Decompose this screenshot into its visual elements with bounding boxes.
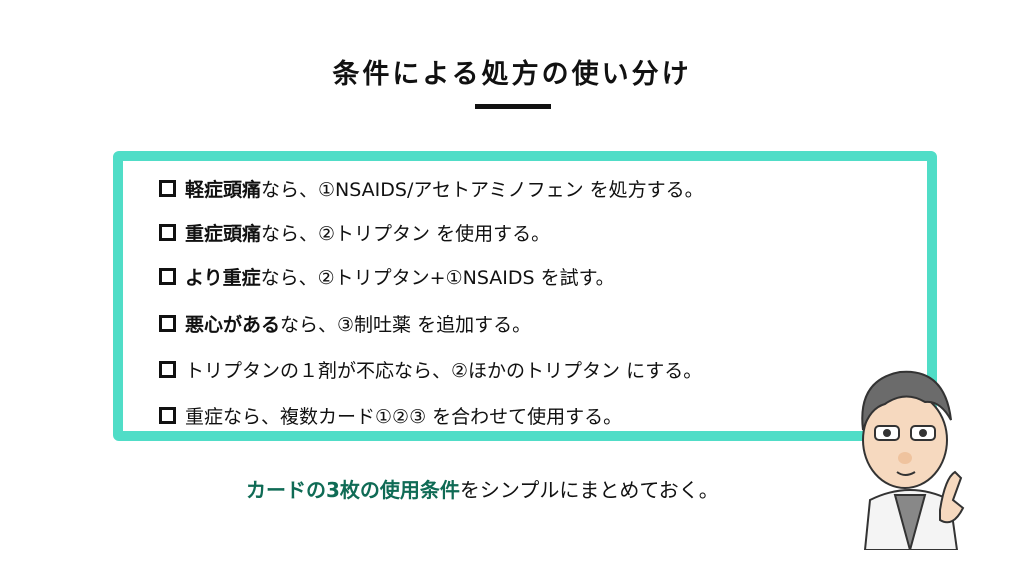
item-text: なら、②トリプタン+①NSAIDS を試す。 bbox=[260, 267, 615, 289]
item-text: トリプタンの１剤が不応なら、②ほかのトリプタン にする。 bbox=[185, 360, 703, 382]
item-text: なら、②トリプタン を使用する。 bbox=[261, 223, 551, 245]
item-keyword: 重症頭痛 bbox=[185, 223, 262, 245]
checkbox-icon bbox=[159, 268, 176, 285]
item-keyword: 悪心がある bbox=[185, 314, 281, 336]
checkbox-icon bbox=[159, 180, 176, 197]
item-text: なら、③制吐薬 を追加する。 bbox=[280, 314, 532, 336]
checkbox-icon bbox=[159, 315, 176, 332]
caption-rest: をシンプルにまとめておく。 bbox=[459, 478, 719, 502]
checkbox-icon bbox=[159, 407, 176, 424]
list-item: 悪心があるなら、③制吐薬 を追加する。 bbox=[159, 310, 531, 337]
summary-caption: カードの3枚の使用条件をシンプルにまとめておく。 bbox=[246, 474, 719, 503]
slide-title: 条件による処方の使い分け bbox=[332, 59, 692, 90]
caption-highlight: カードの3枚の使用条件 bbox=[246, 478, 460, 502]
list-item: 軽症頭痛なら、①NSAIDS/アセトアミノフェン を処方する。 bbox=[159, 175, 704, 202]
title-underline bbox=[475, 104, 551, 109]
list-item: トリプタンの１剤が不応なら、②ほかのトリプタン にする。 bbox=[159, 356, 702, 383]
list-item: 重症頭痛なら、②トリプタン を使用する。 bbox=[159, 219, 550, 246]
checkbox-icon bbox=[159, 361, 176, 378]
item-keyword: より重症 bbox=[185, 267, 261, 289]
checkbox-icon bbox=[159, 224, 176, 241]
item-text: 重症なら、複数カード①②③ を合わせて使用する。 bbox=[185, 406, 623, 428]
conditions-box: 軽症頭痛なら、①NSAIDS/アセトアミノフェン を処方する。 重症頭痛なら、②… bbox=[113, 151, 937, 441]
list-item: 重症なら、複数カード①②③ を合わせて使用する。 bbox=[159, 402, 622, 429]
item-keyword: 軽症頭痛 bbox=[185, 179, 262, 201]
item-text: なら、①NSAIDS/アセトアミノフェン を処方する。 bbox=[261, 179, 704, 201]
list-item: より重症なら、②トリプタン+①NSAIDS を試す。 bbox=[159, 263, 615, 290]
doctor-illustration bbox=[861, 370, 965, 550]
